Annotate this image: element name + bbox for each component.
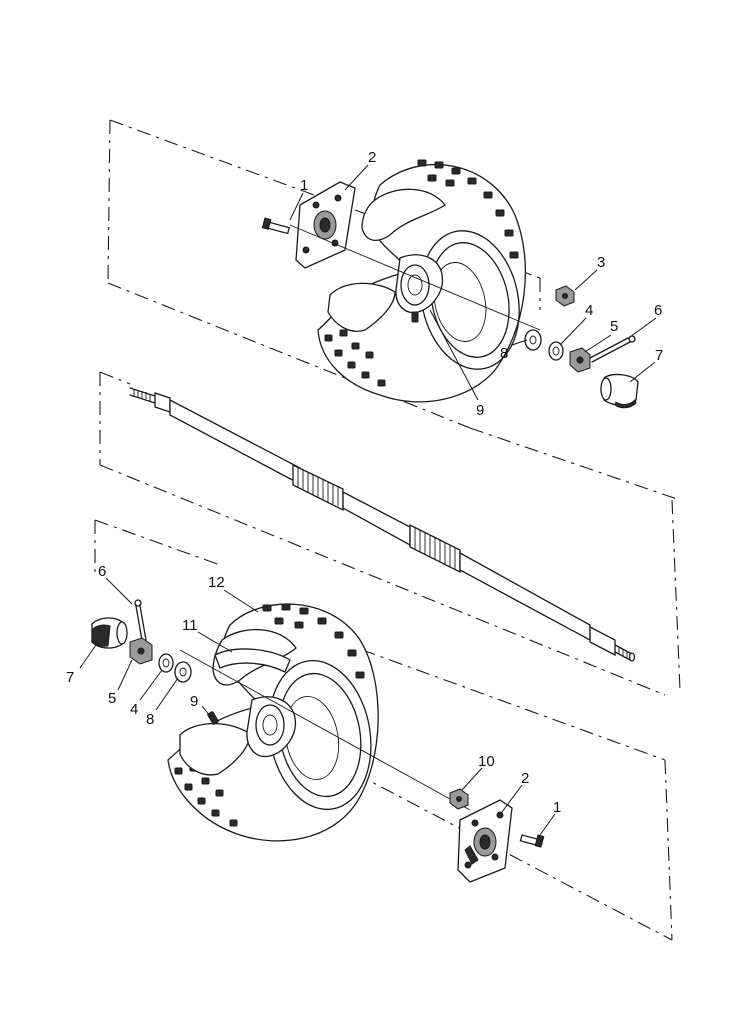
bottom-tire-wheel [167,603,379,842]
callout-top-3: 3 [597,254,605,271]
bottom-castle-nut [129,637,153,665]
callout-bottom-12: 12 [208,574,225,591]
callout-top-9: 9 [476,402,484,419]
top-bolt [261,217,291,235]
callout-top-6: 6 [654,302,662,319]
callout-bottom-10: 10 [478,753,495,770]
top-washer-8 [524,329,542,351]
callout-top-1: 1 [300,177,308,194]
top-tire-wheel [317,159,527,403]
bottom-hub-cap [91,617,128,649]
callout-bottom-4: 4 [130,701,138,718]
axle-boundary [99,371,681,696]
callout-top-8: 8 [500,345,508,362]
bottom-bolt [519,834,545,848]
top-cotter-pin [589,335,636,363]
top-hub-cap [600,373,639,409]
callout-bottom-6: 6 [98,563,106,580]
bottom-washer-8 [174,661,192,683]
bottom-lug-nut [449,788,469,810]
callout-labels: 1 2 3 4 5 6 7 8 9 6 7 5 4 8 9 11 12 10 2… [66,149,663,816]
top-castle-nut [569,347,591,373]
callout-top-4: 4 [585,302,593,319]
bottom-assembly-boundary [94,519,673,941]
callout-bottom-1: 1 [553,799,561,816]
top-hub [295,181,356,269]
bottom-hub [457,799,513,883]
callout-bottom-8: 8 [146,711,154,728]
leader-lines [79,164,657,836]
callout-bottom-2: 2 [521,770,529,787]
callout-top-2: 2 [368,149,376,166]
callout-bottom-7: 7 [66,669,74,686]
axle-shaft [129,387,636,662]
bottom-washer-4 [158,653,174,673]
bottom-cotter-pin [134,599,147,641]
callout-top-7: 7 [655,347,663,364]
top-washer-4 [548,341,564,361]
callout-top-5: 5 [610,318,618,335]
callout-bottom-5: 5 [108,690,116,707]
callout-bottom-11: 11 [182,617,198,634]
callout-bottom-9: 9 [190,693,198,710]
top-lug-nut [555,285,575,307]
